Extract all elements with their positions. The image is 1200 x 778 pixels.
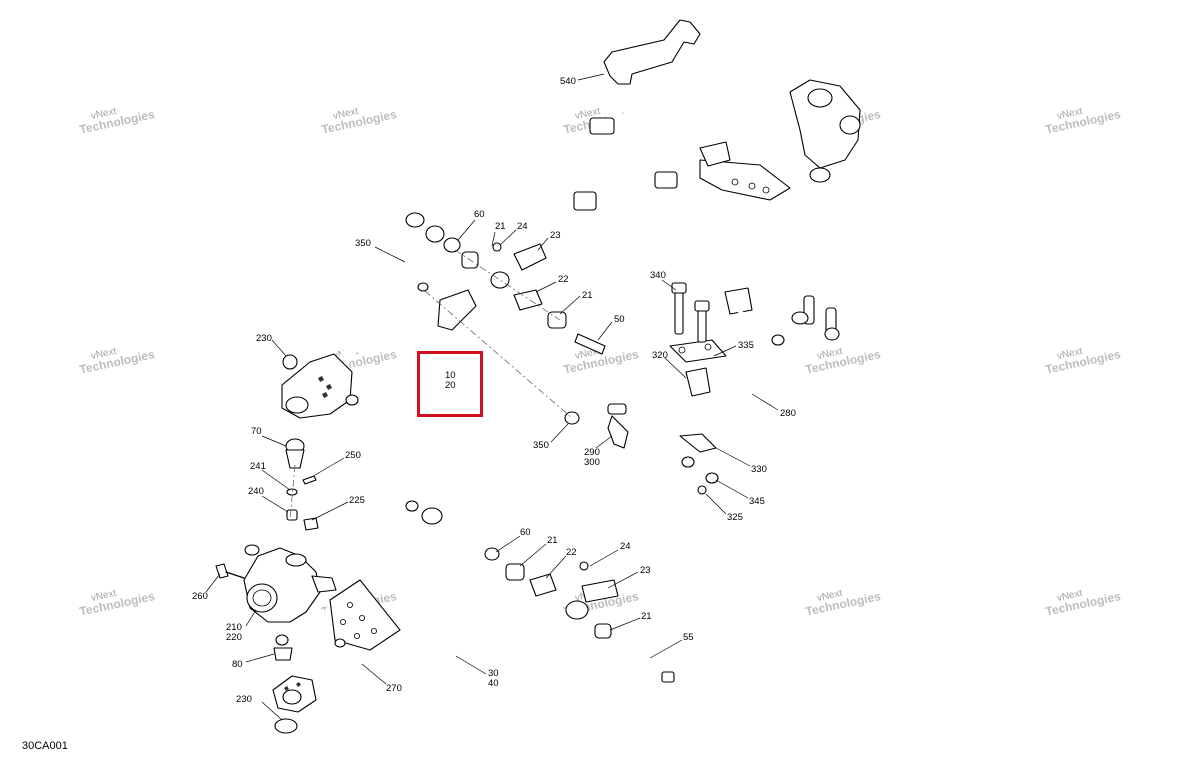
upper-arm-bracket xyxy=(437,289,477,331)
callout-280: 280 xyxy=(780,408,796,419)
frame-mount xyxy=(589,117,615,135)
frame-bracket-small xyxy=(699,141,731,167)
callout-24: 24 xyxy=(517,221,528,232)
callout-290: 290 xyxy=(584,447,600,458)
leader-lines xyxy=(205,73,779,721)
callout-30: 30 xyxy=(488,668,499,679)
watermarks: vNext Technologies vNext Technologies vN… xyxy=(78,106,1122,619)
callout-60: 60 xyxy=(474,209,485,220)
watermark-line1: vNext xyxy=(90,106,118,122)
callout-55: 55 xyxy=(683,632,694,643)
callout-23: 23 xyxy=(640,565,651,576)
callout-350: 350 xyxy=(533,440,549,451)
callout-320: 320 xyxy=(652,350,668,361)
watermark-line1: vNext xyxy=(1056,588,1084,604)
callout-250: 250 xyxy=(345,450,361,461)
callout-335: 335 xyxy=(738,340,754,351)
lower-arm-gusset xyxy=(329,579,401,651)
upper-a-arm xyxy=(281,212,510,419)
frame-gusset xyxy=(699,159,791,201)
watermark-line1: vNext xyxy=(816,588,844,604)
sway-bar-bushing xyxy=(685,367,711,397)
watermark-line1: vNext xyxy=(816,346,844,362)
sway-bar-plate xyxy=(669,339,727,363)
callout-325: 325 xyxy=(727,512,743,523)
watermark-line1: vNext xyxy=(1056,346,1084,362)
watermark-line1: vNext xyxy=(332,106,360,122)
callout-22: 22 xyxy=(566,547,577,558)
watermark-line1: vNext xyxy=(1056,106,1084,122)
callout-10: 10 xyxy=(445,370,456,381)
callouts: 540 350 60 21 24 23 22 21 50 230 10 20 3… xyxy=(192,76,796,705)
callout-340: 340 xyxy=(650,270,666,281)
callout-345: 345 xyxy=(749,496,765,507)
callout-210: 210 xyxy=(226,622,242,633)
callout-21: 21 xyxy=(641,611,652,622)
callout-300: 300 xyxy=(584,457,600,468)
callout-70: 70 xyxy=(251,426,262,437)
steering-knuckle xyxy=(243,544,337,623)
callout-40: 40 xyxy=(488,678,499,689)
callout-21: 21 xyxy=(547,535,558,546)
callout-225: 225 xyxy=(349,495,365,506)
frame-lower-mount xyxy=(724,287,753,315)
callout-540: 540 xyxy=(560,76,576,87)
callout-270: 270 xyxy=(386,683,402,694)
callout-330: 330 xyxy=(751,464,767,475)
lower-a-arm xyxy=(272,500,589,713)
callout-80: 80 xyxy=(232,659,243,670)
callout-230: 230 xyxy=(236,694,252,705)
callout-22: 22 xyxy=(558,274,569,285)
callout-21: 21 xyxy=(582,290,593,301)
sway-bar xyxy=(637,282,840,495)
callout-21: 21 xyxy=(495,221,506,232)
frame-mount xyxy=(573,191,597,211)
callout-220: 220 xyxy=(226,632,242,643)
callout-24: 24 xyxy=(620,541,631,552)
callout-20: 20 xyxy=(445,380,456,391)
callout-50: 50 xyxy=(614,314,625,325)
frame-casting xyxy=(789,79,861,169)
callout-230: 230 xyxy=(256,333,272,344)
frame-bracket xyxy=(603,19,701,85)
callout-240: 240 xyxy=(248,486,264,497)
callout-260: 260 xyxy=(192,591,208,602)
watermark-line1: vNext xyxy=(90,588,118,604)
callout-350: 350 xyxy=(355,238,371,249)
frame-mount xyxy=(654,171,678,189)
callout-60: 60 xyxy=(520,527,531,538)
diagram-code: 30CA001 xyxy=(22,740,68,752)
highlighted-callout-box xyxy=(417,351,483,417)
callout-23: 23 xyxy=(550,230,561,241)
callout-241: 241 xyxy=(250,461,266,472)
watermark-line1: vNext xyxy=(90,346,118,362)
frame-assembly xyxy=(573,19,861,328)
center-lines xyxy=(289,249,573,521)
